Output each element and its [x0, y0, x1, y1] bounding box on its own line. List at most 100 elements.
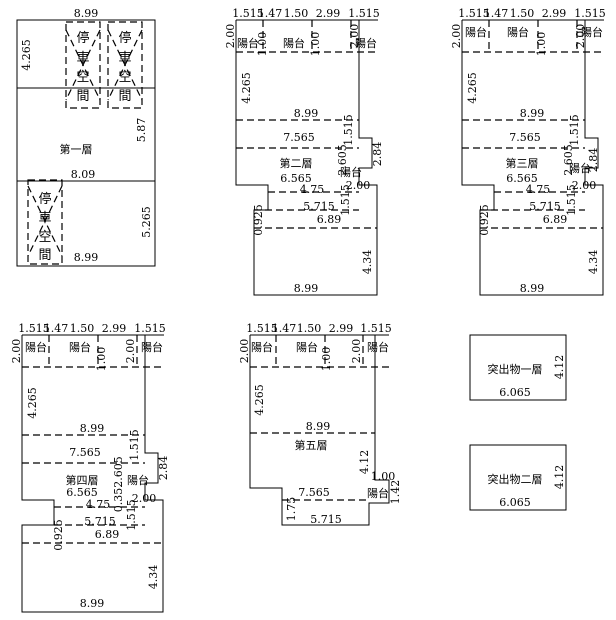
dimension-label: 1.515 — [458, 7, 490, 20]
floor-3-plan: 1.515 1.47 1.50 2.99 1.515 2.00 陽台 陽台 1.… — [450, 7, 606, 296]
parking-char: 間 — [76, 89, 89, 104]
dimension-label: 4.75 — [300, 183, 325, 196]
dimension-label: 2.84 — [371, 142, 384, 167]
dimension-label: 7.565 — [298, 486, 330, 499]
dimension-label: 0.35 — [112, 488, 125, 513]
dimension-label: 1.515 — [246, 322, 278, 335]
dimension-label: 1.515 — [574, 7, 606, 20]
floor-4-outline — [21, 335, 164, 613]
dimension-label: 2.00 — [10, 339, 23, 364]
floor-label: 第三層 — [506, 156, 539, 170]
dimension-label: 8.99 — [74, 7, 99, 20]
parking-char: 間 — [38, 248, 51, 263]
dimension-label: 7.565 — [509, 131, 541, 144]
dimension-label: 2.00 — [346, 179, 371, 192]
dimension-label: 2.99 — [542, 7, 567, 20]
balcony-label: 陽台 — [141, 340, 163, 354]
dimension-label: 1.47 — [272, 322, 297, 335]
parking-space-1 — [65, 21, 101, 109]
balcony-label: 陽台 — [465, 25, 487, 39]
balcony-label: 陽台 — [581, 25, 603, 39]
balcony-label: 陽台 — [569, 161, 591, 175]
dimension-label: 1.515 — [125, 499, 138, 531]
dimension-label: 4.265 — [20, 39, 33, 71]
floor-label: 第二層 — [280, 156, 313, 170]
dimension-label: 5.265 — [140, 206, 153, 238]
floor-1-plan: 停 車 空 間 停 車 空 間 停 車 空 間 8.99 4.265 第一層 5… — [16, 7, 156, 267]
dimension-label: 2.99 — [102, 322, 127, 335]
dimension-label: 2.00 — [450, 24, 463, 49]
dimension-label: 1.00 — [371, 470, 396, 483]
dimension-label: 2.00 — [348, 24, 361, 49]
protrusion-1-plan: 突出物一層 6.065 4.12 — [469, 334, 567, 401]
floor-1-lower-block — [16, 180, 156, 267]
dimension-label: 4.12 — [553, 465, 566, 490]
dimension-label: 2.00 — [572, 179, 597, 192]
dimension-label: 4.265 — [240, 72, 253, 104]
parking-diagonal — [27, 185, 63, 257]
dimension-label: 4.34 — [361, 250, 374, 275]
dimension-label: 1.515 — [360, 322, 392, 335]
dimension-label: 1.50 — [297, 322, 322, 335]
floor-label: 第五層 — [295, 438, 328, 452]
dimension-label: 1.50 — [510, 7, 535, 20]
dimension-label: 1.515 — [568, 114, 581, 146]
floor-5-plan: 1.515 1.47 1.50 2.99 1.515 2.00 陽台 陽台 1.… — [238, 322, 402, 526]
dimension-label: 4.265 — [253, 384, 266, 416]
parking-char: 車 — [38, 211, 51, 226]
dimension-label: 1.00 — [95, 347, 108, 372]
dimension-label: 1.47 — [258, 7, 283, 20]
floor-label: 第四層 — [66, 473, 99, 487]
dimension-label: 8.99 — [294, 282, 319, 295]
dimension-label: 2.99 — [329, 322, 354, 335]
dimension-label: 2.605 — [336, 144, 349, 176]
dimension-label: 8.99 — [306, 420, 331, 433]
floor-label: 突出物一層 — [488, 362, 543, 376]
dimension-label: 5.715 — [529, 200, 561, 213]
protrusion-2-outline — [469, 444, 567, 511]
dimension-label: 2.00 — [224, 24, 237, 49]
balcony-label: 陽台 — [237, 36, 259, 50]
dimension-label: 8.99 — [520, 282, 545, 295]
parking-char: 停 — [118, 30, 131, 46]
dimension-label: 7.565 — [283, 131, 315, 144]
dimension-label: 2.00 — [574, 24, 587, 49]
dimension-label: 4.75 — [526, 183, 551, 196]
dimension-label: 4.265 — [466, 72, 479, 104]
dimension-label: 1.00 — [256, 32, 269, 57]
dimension-label: 6.565 — [506, 172, 538, 185]
protrusion-1-outline — [469, 334, 567, 401]
dimension-label: 6.89 — [95, 528, 120, 541]
dimension-label: 4.34 — [587, 250, 600, 275]
dimension-label: 2.84 — [587, 148, 600, 173]
dimension-label: 1.515 — [565, 184, 578, 216]
dimension-label: 5.715 — [84, 515, 116, 528]
floor-4-plan: 1.515 1.47 1.50 2.99 1.515 2.00 陽台 陽台 1.… — [10, 322, 170, 613]
dimension-label: 6.89 — [317, 213, 342, 226]
dimension-label: 4.75 — [86, 498, 111, 511]
floor-3-outline — [461, 20, 604, 296]
dimension-label: 1.00 — [320, 347, 333, 372]
floor-5-outline — [249, 335, 390, 526]
protrusion-2-plan: 突出物二層 6.065 4.12 — [469, 444, 567, 511]
floor-2-plan: 1.515 1.47 1.50 2.99 1.515 2.00 陽台 1.00 … — [224, 7, 384, 296]
dimension-label: 0.925 — [478, 204, 491, 236]
dimension-label: 1.47 — [44, 322, 69, 335]
dimension-label: 4.12 — [358, 450, 371, 475]
parking-char: 空 — [38, 230, 51, 245]
dimension-label: 8.99 — [80, 422, 105, 435]
dimension-label: 1.00 — [309, 32, 322, 57]
dimension-label: 2.00 — [238, 339, 251, 364]
parking-space-3 — [27, 179, 63, 265]
dimension-label: 1.515 — [128, 429, 141, 461]
floor-2-outline — [235, 20, 378, 296]
balcony-label: 陽台 — [367, 486, 389, 500]
balcony-label: 陽台 — [355, 36, 377, 50]
dimension-label: 8.99 — [520, 107, 545, 120]
balcony-label: 陽台 — [507, 25, 529, 39]
dimension-label: 5.715 — [310, 513, 342, 526]
balcony-label: 陽台 — [283, 36, 305, 50]
dimension-label: 5.715 — [303, 200, 335, 213]
parking-char: 停 — [76, 30, 89, 46]
dimension-label: 2.84 — [157, 456, 170, 481]
